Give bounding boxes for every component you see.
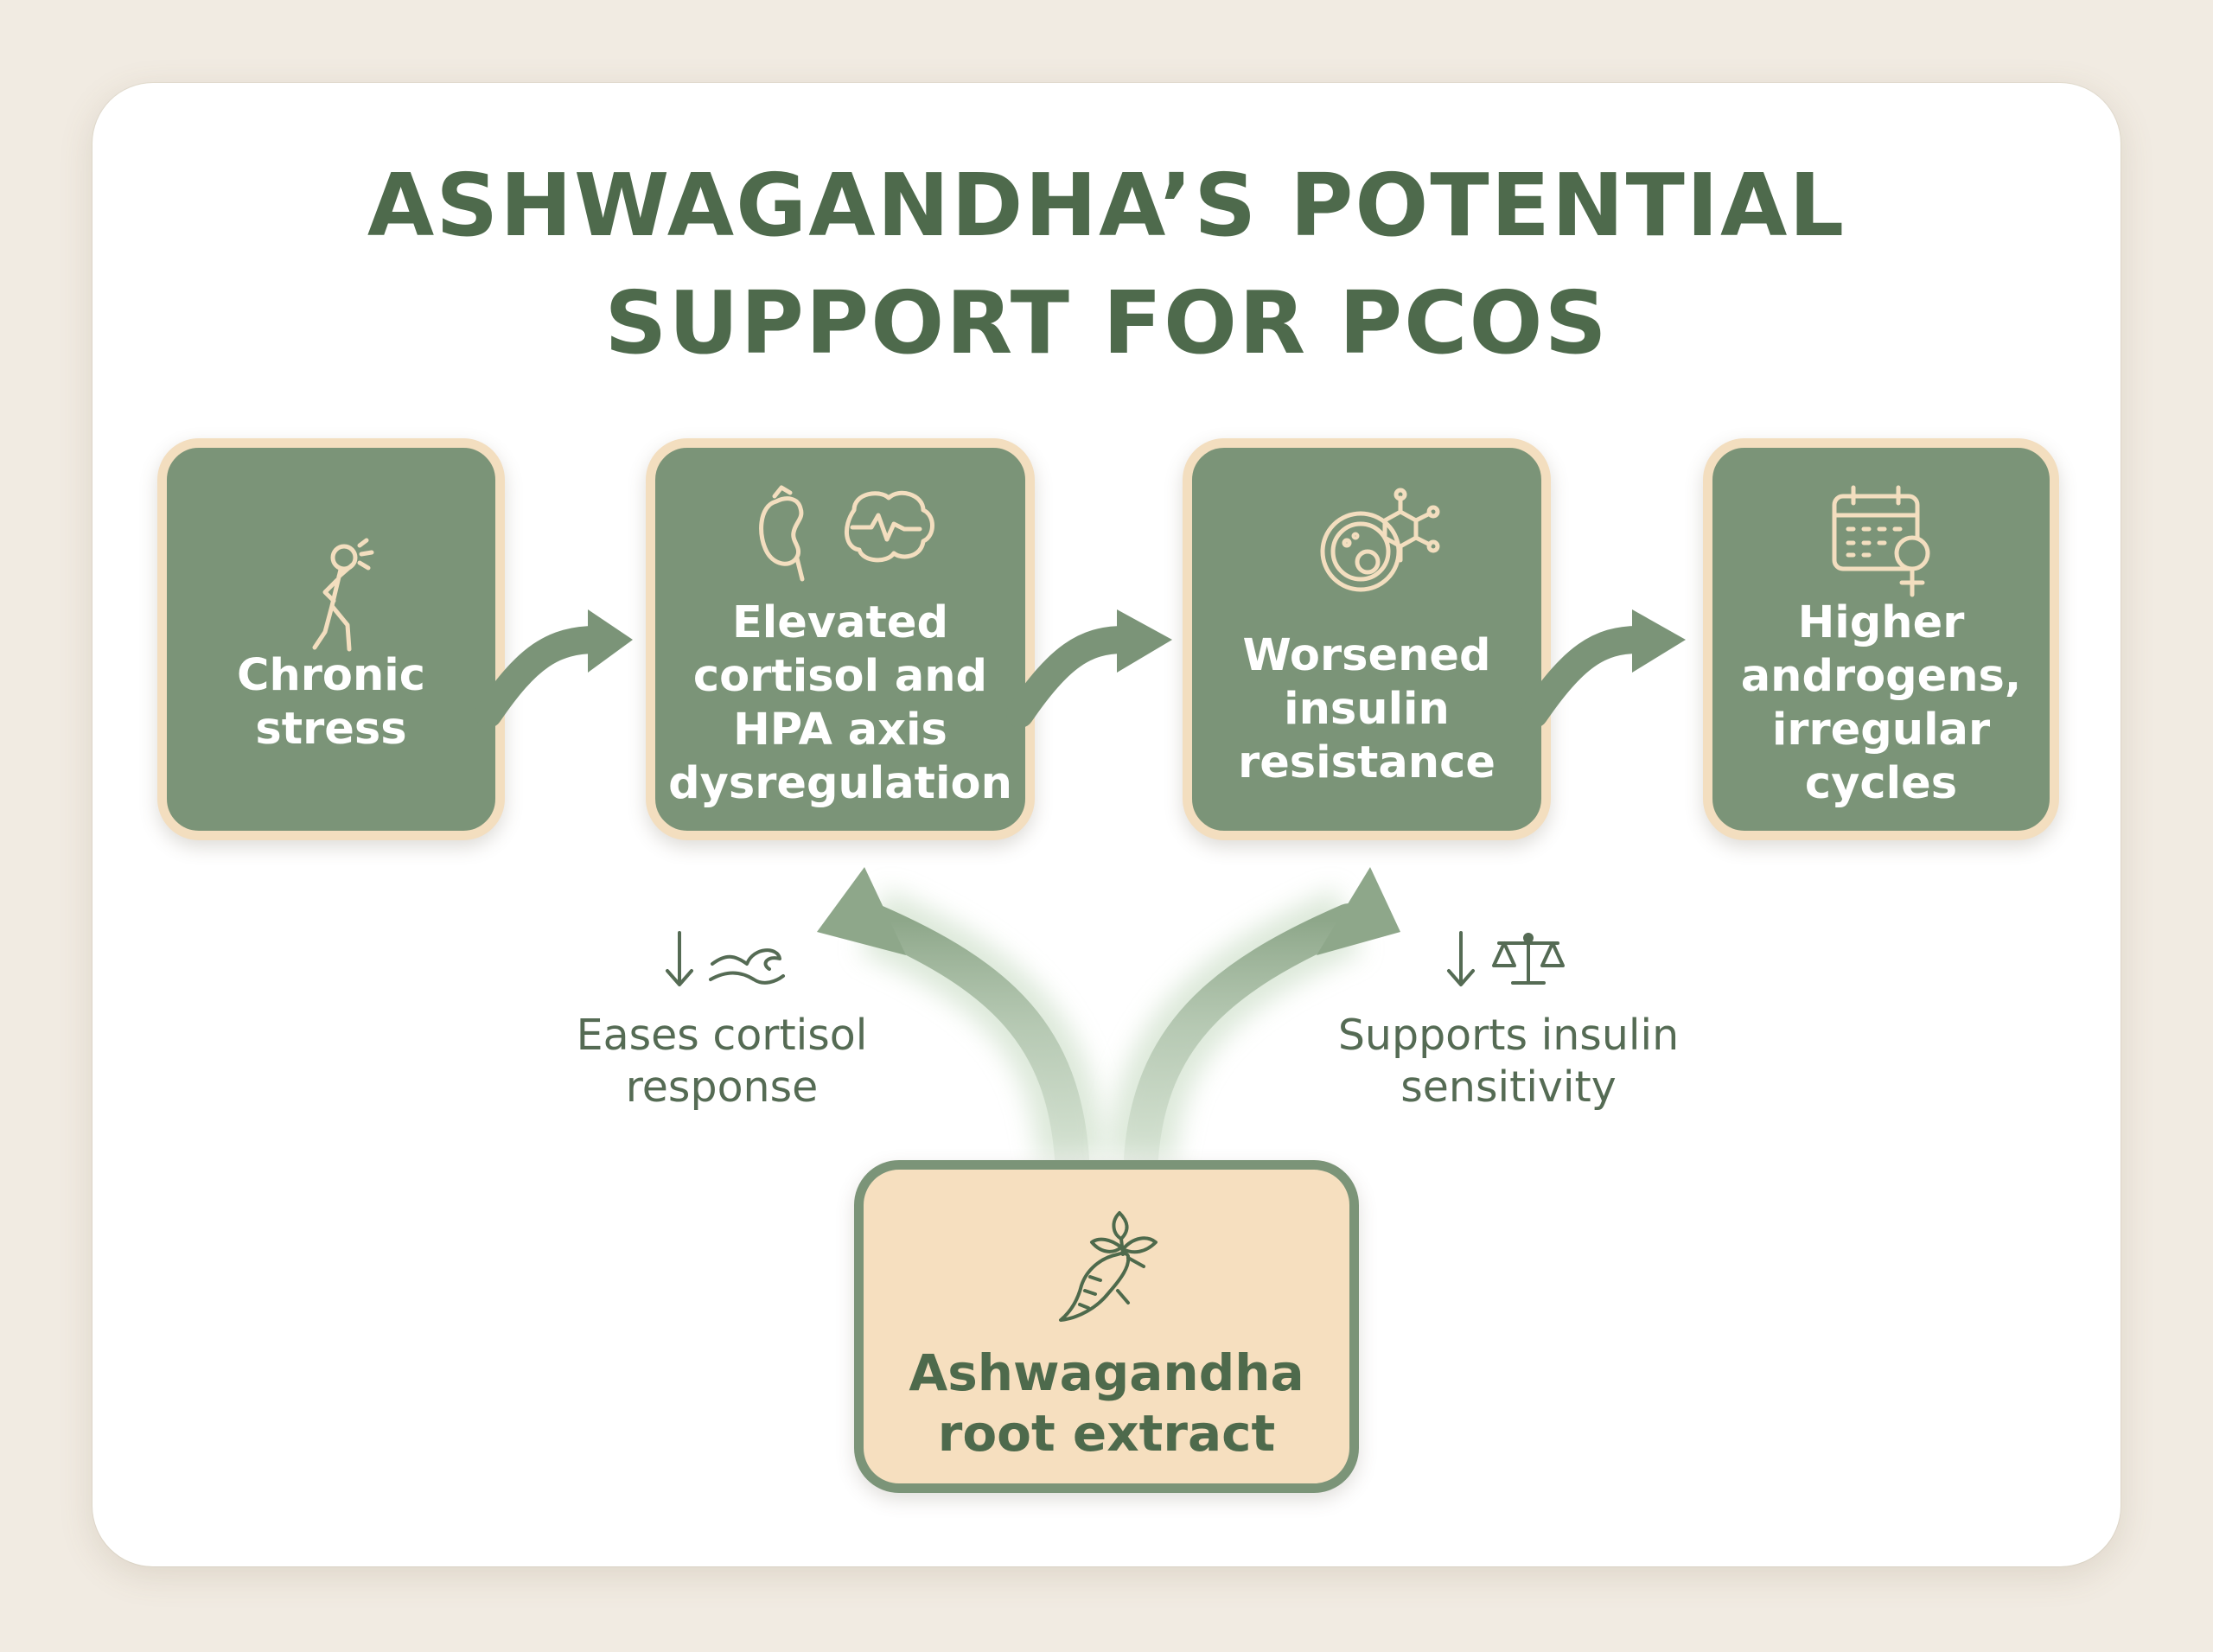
down-arrow-wave-icon	[666, 931, 785, 986]
arrowhead-1	[588, 609, 633, 673]
arrowhead-3	[1632, 609, 1686, 673]
down-arrow-scale-icon	[1447, 931, 1565, 986]
source-label: Ashwagandha root extract	[909, 1343, 1304, 1463]
arrow-cortisol-to-insulin	[1006, 626, 1138, 728]
chain-box-cortisol: Elevated cortisol and HPA axis dysregula…	[646, 438, 1035, 840]
arrow-to-insulin	[1106, 867, 1400, 1176]
chain-box-insulin: Worsened insulin resistance	[1183, 438, 1551, 840]
effect-label-insulin: Supports insulin sensitivity	[1337, 1011, 1680, 1112]
page-title: ASHWAGANDHA’S POTENTIAL SUPPORT FOR PCOS	[92, 147, 2121, 382]
source-box-ashwagandha: Ashwagandha root extract	[854, 1160, 1359, 1493]
stressed-person-icon	[299, 538, 386, 663]
arrowhead-2	[1117, 609, 1172, 673]
arrow-to-cortisol	[817, 867, 1106, 1176]
chain-label-cortisol: Elevated cortisol and HPA axis dysregula…	[668, 597, 1012, 809]
chain-label-insulin: Worsened insulin resistance	[1238, 630, 1496, 788]
title-line-1: ASHWAGANDHA’S POTENTIAL	[367, 155, 1846, 256]
arrow-stress-to-cortisol	[475, 626, 610, 728]
arrow-insulin-to-androgens	[1521, 626, 1652, 728]
ashwagandha-root-icon	[1055, 1204, 1168, 1329]
chain-box-chronic-stress: Chronic stress	[157, 438, 505, 840]
cell-molecule-icon	[1317, 482, 1440, 607]
calendar-female-icon	[1829, 482, 1942, 607]
chain-label-androgens: Higher androgens, irregular cycles	[1740, 597, 2022, 809]
effect-icon-cortisol	[657, 929, 787, 993]
chain-label-chronic-stress: Chronic stress	[237, 650, 425, 755]
chain-box-androgens: Higher androgens, irregular cycles	[1703, 438, 2059, 840]
effect-label-cortisol: Eases cortisol response	[576, 1011, 868, 1112]
adrenal-brain-icon	[750, 484, 941, 591]
title-line-2: SUPPORT FOR PCOS	[604, 272, 1609, 373]
effect-icon-insulin	[1444, 929, 1573, 993]
